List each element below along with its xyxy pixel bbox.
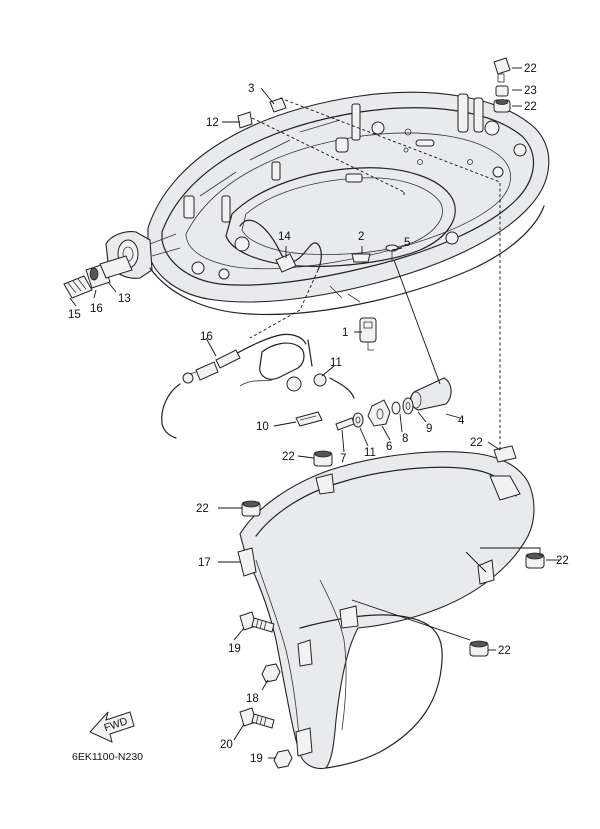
callout-4: 4 <box>458 415 465 427</box>
part-7 <box>391 401 401 415</box>
grommet-22-top <box>493 99 511 113</box>
grommet-2 <box>351 253 371 263</box>
callout-labels: 3 12 22 23 22 14 2 5 1 15 16 13 16 11 4 … <box>68 63 569 765</box>
callout-16-harness: 16 <box>200 331 213 343</box>
bolt-19-lower <box>239 707 275 729</box>
callout-9: 7 <box>340 453 346 465</box>
callout-7: 8 <box>402 433 408 445</box>
callout-12: 12 <box>206 117 219 129</box>
connector-1 <box>359 317 377 351</box>
callout-22-apron-right: 22 <box>556 555 569 567</box>
nut-18-upper <box>261 663 281 683</box>
fwd-arrow: FWD <box>89 711 135 743</box>
apron <box>237 451 535 770</box>
grommet-22-apron-mid <box>469 640 489 657</box>
callout-19-lower: 20 <box>220 739 233 751</box>
cap-4 <box>409 377 452 411</box>
grommet-22-apron-top <box>313 450 333 467</box>
callout-5: 5 <box>404 237 410 249</box>
callout-20: 22 <box>470 437 483 449</box>
callout-16-front: 16 <box>90 303 103 315</box>
tube-9 <box>335 417 355 431</box>
nut-6 <box>367 399 391 427</box>
callout-3: 3 <box>248 83 254 95</box>
callout-22-apron-mid: 22 <box>498 645 511 657</box>
bottom-cowling <box>105 91 550 316</box>
callout-18-upper: 18 <box>246 693 259 705</box>
callout-21: 22 <box>524 63 537 75</box>
leader-lines <box>69 67 560 759</box>
callout-1: 1 <box>342 327 348 339</box>
callout-18-lower: 19 <box>250 753 263 765</box>
bolt-21 <box>493 57 511 83</box>
ring-11-lower <box>352 412 364 428</box>
diagram-code: 6EK1100-N230 <box>72 751 143 763</box>
grommet-22-apron-left <box>241 500 261 517</box>
callout-10: 10 <box>256 421 269 433</box>
clip-10 <box>295 411 323 427</box>
callout-11-lower: 11 <box>364 447 376 459</box>
collar-23 <box>495 85 509 97</box>
ring-11-upper <box>313 373 327 387</box>
cowling-bosses <box>183 93 527 280</box>
callout-22-top: 22 <box>524 101 537 113</box>
callout-14: 14 <box>278 231 291 243</box>
callout-6: 6 <box>386 441 392 453</box>
callout-23: 23 <box>524 85 537 97</box>
bolt-19-upper <box>239 611 275 633</box>
callout-17: 17 <box>198 557 211 569</box>
clip-14 <box>275 253 297 273</box>
part-8 <box>402 397 414 415</box>
grommet-22-apron-right <box>525 552 545 569</box>
front-fitting <box>63 255 133 299</box>
callout-15: 15 <box>68 309 81 321</box>
harness <box>161 333 355 439</box>
callout-13: 13 <box>118 293 131 305</box>
callout-19-upper: 19 <box>228 643 241 655</box>
callout-22-apron-top: 22 <box>282 451 295 463</box>
callout-2: 2 <box>358 231 364 243</box>
screw-12 <box>237 111 253 129</box>
nut-18-lower <box>273 749 293 769</box>
callout-11-upper: 11 <box>330 357 342 369</box>
nut-3 <box>269 97 287 113</box>
callout-8: 9 <box>426 423 432 435</box>
callout-22-apron-left: 22 <box>196 503 209 515</box>
